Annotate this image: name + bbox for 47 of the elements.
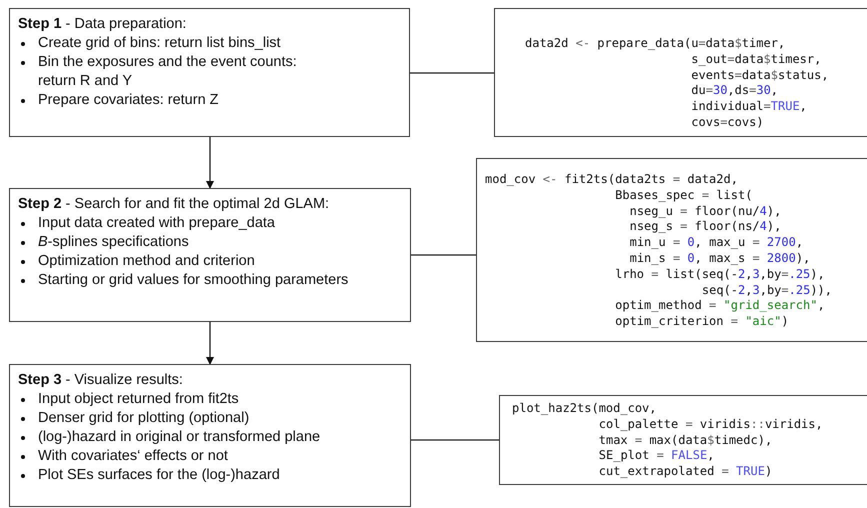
- code-line: tmax = max(data$timedc),: [598, 432, 772, 448]
- step-heading: Step 3 - Visualize results:: [18, 371, 184, 390]
- bullet-text: Starting or grid values for smoothing parameters: [38, 272, 348, 288]
- code-line: lrho = list(seq(-2,3,by=.25),: [615, 266, 825, 283]
- bullet-text: (log-)hazard in original or transformed plane: [38, 429, 320, 445]
- bullet-text: Bin the exposures and the event counts: return R and Y: [38, 54, 297, 89]
- code-box: [499, 395, 867, 485]
- bullet-text: Denser grid for plotting (optional): [38, 410, 250, 426]
- connector-line: [411, 254, 476, 256]
- bullet-text: With covariates‘ effects or not: [38, 448, 228, 464]
- code-line: cut_extrapolated = TRUE): [598, 464, 772, 480]
- code-line: nseg_u = floor(nu/4),: [630, 204, 782, 220]
- bullet-text: Input object returned from fit2ts: [38, 391, 239, 407]
- code-box: [494, 8, 867, 137]
- bullet-text: Prepare covariates: return Z: [38, 92, 219, 108]
- code-line: optim_criterion = "aic"): [615, 314, 789, 330]
- code-line: data2d <- prepare_data(u=data$timer,: [525, 36, 786, 52]
- code-line: col_palette = viridis::viridis,: [598, 416, 823, 433]
- code-line: individual=TRUE,: [691, 99, 807, 115]
- code-box: [476, 158, 867, 342]
- code-line: SE_plot = FALSE,: [598, 448, 714, 464]
- connector-line: [410, 72, 494, 74]
- process-box: [9, 364, 411, 507]
- process-box: [9, 8, 410, 137]
- code-line: min_u = 0, max_u = 2700,: [630, 235, 804, 251]
- code-line: covs=covs): [691, 115, 764, 131]
- arrow: [206, 322, 214, 365]
- code-line: s_out=data$timesr,: [691, 52, 822, 68]
- step-heading: Step 2 - Search for and fit the optimal 2d GLAM:: [18, 195, 330, 214]
- code-line: min_s = 0, max_s = 2800),: [630, 251, 810, 267]
- code-line: du=30,ds=30,: [691, 83, 778, 100]
- code-line: mod_cov <- fit2ts(data2ts = data2d,: [485, 172, 738, 188]
- code-line: seq(-2,3,by=.25)),: [702, 282, 832, 298]
- code-line: Bbases_spec = list(: [615, 188, 752, 204]
- bullet-text: Plot SEs surfaces for the (log-)hazard: [38, 467, 280, 483]
- code-line: events=data$status,: [691, 68, 829, 84]
- step-heading: Step 1 - Data preparation:: [18, 15, 188, 34]
- bullet-text: B-splines specifications: [38, 234, 189, 250]
- process-box: [9, 188, 411, 322]
- arrow: [206, 137, 214, 189]
- bullet-text: Create grid of bins: return list bins_list: [38, 35, 281, 51]
- code-line: nseg_s = floor(ns/4),: [630, 219, 782, 236]
- bullet-text: Optimization method and criterion: [38, 253, 255, 269]
- connector-line: [411, 439, 499, 441]
- bullet-text: Input data created with prepare_data: [38, 215, 275, 231]
- code-line: plot_haz2ts(mod_cov,: [512, 401, 657, 417]
- code-line: optim_method = "grid_search",: [615, 298, 825, 314]
